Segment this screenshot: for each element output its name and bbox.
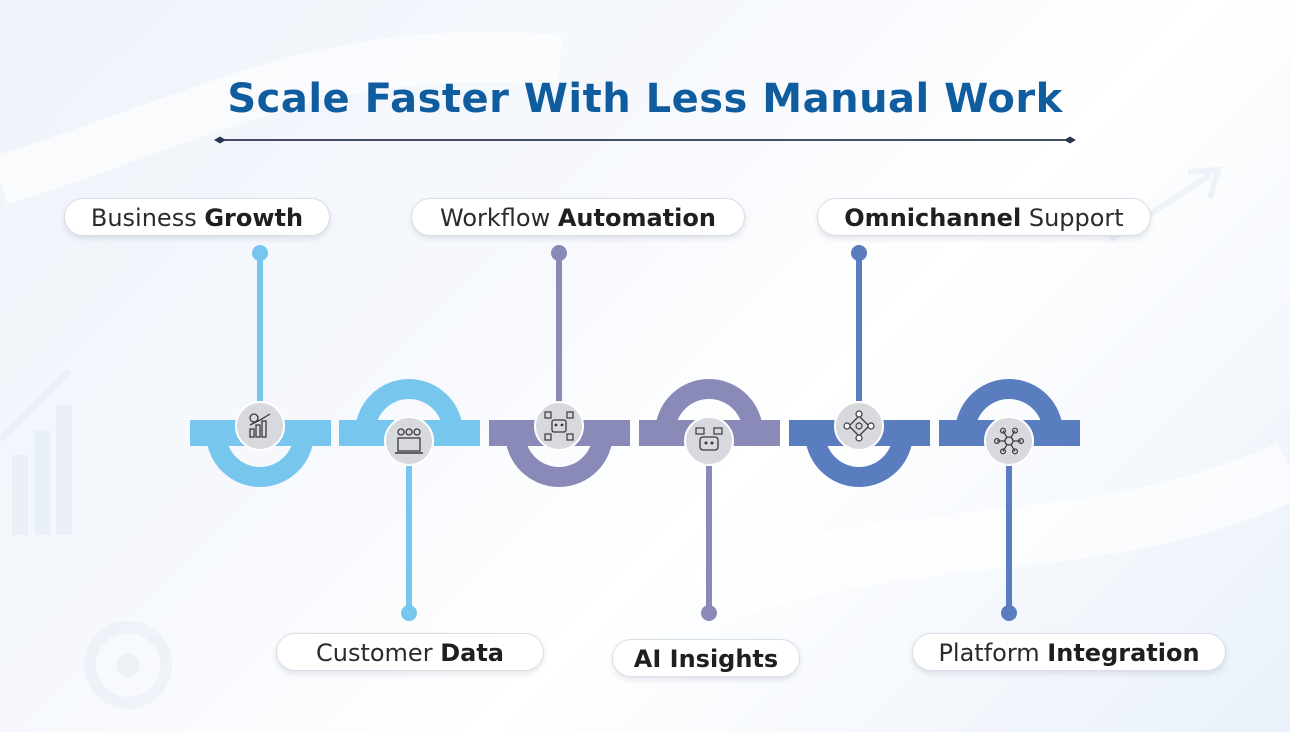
connector-pin (1001, 460, 1017, 621)
connector-pin (701, 460, 717, 621)
step-label: Customer Data (276, 633, 544, 671)
step-label: AI Insights (612, 639, 800, 677)
title-underline (214, 136, 1076, 144)
omnichannel-network-icon (834, 401, 884, 451)
step-label: Workflow Automation (411, 198, 745, 236)
page-title: Scale Faster With Less Manual Work (227, 76, 1063, 122)
step-label-regular: Business (90, 204, 197, 232)
step-label: Omnichannel Support (817, 198, 1151, 236)
connector-pin (252, 245, 268, 404)
connector-pin (401, 460, 417, 621)
ai-insights-icon (684, 416, 734, 466)
step-label: Platform Integration (912, 633, 1226, 671)
step-label-bold: Data (440, 639, 504, 667)
step-label-regular: Platform (938, 639, 1040, 667)
step-label: Business Growth (64, 198, 330, 236)
step-label-bold: Growth (204, 204, 304, 232)
step-label-regular: Workflow (440, 204, 551, 232)
growth-chart-icon (235, 401, 285, 451)
connector-pin (851, 245, 867, 404)
step-label-bold: Automation (557, 204, 716, 232)
step-label-bold: AI Insights (633, 645, 779, 673)
connector-pin (551, 245, 567, 404)
step-label-regular: Support (1028, 204, 1124, 232)
step-label-regular: Customer (315, 639, 433, 667)
robot-automation-icon (534, 401, 584, 451)
platform-integration-hub-icon (984, 416, 1034, 466)
step-label-bold: Integration (1047, 639, 1200, 667)
step-label-bold: Omnichannel (844, 204, 1022, 232)
customer-data-laptop-icon (384, 416, 434, 466)
